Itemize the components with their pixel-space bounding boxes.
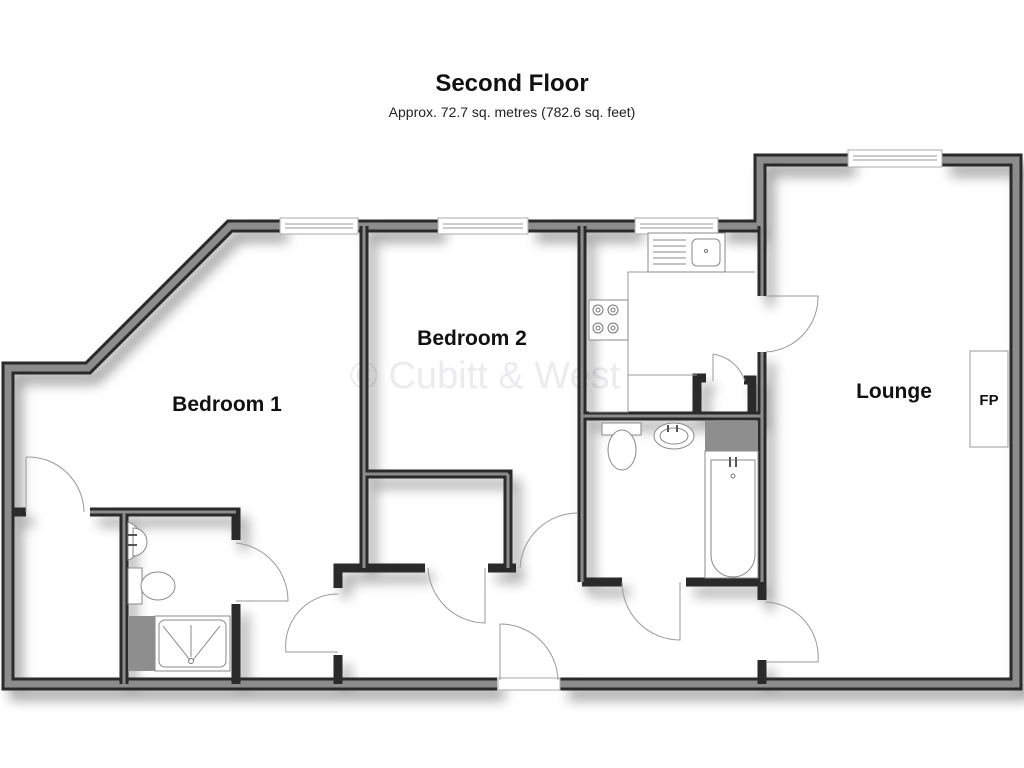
- door-ensuite: [235, 542, 289, 602]
- window-bedroom-1: [279, 217, 359, 235]
- door-bathroom: [621, 581, 681, 641]
- bathroom-cupboard: [705, 421, 758, 451]
- door-bedroom-2: [519, 512, 579, 569]
- watermark: © Cubitt & West: [350, 355, 621, 397]
- window-bedroom-2: [437, 217, 529, 235]
- room-label-bedroom-2: Bedroom 2: [417, 327, 527, 350]
- ensuite-fixtures: [127, 521, 231, 672]
- door-kitchen-cupboard: [712, 353, 746, 382]
- room-label-bedroom-1: Bedroom 1: [172, 393, 282, 416]
- toilet-icon: [601, 422, 642, 471]
- floor-title: Second Floor: [435, 70, 589, 97]
- door-bedroom-1: [25, 456, 85, 513]
- window-kitchen: [634, 217, 719, 235]
- drainer-icon: [653, 239, 686, 265]
- ensuite-toilet-icon: [127, 567, 176, 605]
- fireplace: FP: [969, 350, 1009, 448]
- bath-icon: [704, 450, 759, 579]
- door-kitchen: [765, 295, 819, 353]
- windows: [279, 149, 943, 235]
- door-lounge-hall: [765, 601, 819, 663]
- door-bedroom-2-closet: [427, 567, 486, 624]
- doors: [25, 295, 819, 663]
- basin-icon: [653, 422, 695, 450]
- window-lounge: [847, 149, 943, 168]
- front-door: [497, 623, 561, 691]
- shower-tray-icon: [154, 615, 231, 672]
- fireplace-label: FP: [979, 392, 998, 409]
- ensuite-basin-icon: [127, 521, 148, 561]
- kitchen-fixtures: [588, 232, 755, 413]
- floor-area: Approx. 72.7 sq. metres (782.6 sq. feet): [388, 104, 636, 120]
- room-label-lounge: Lounge: [856, 380, 932, 403]
- door-bedroom-1-hall: [285, 593, 339, 653]
- walls: [1, 153, 1023, 691]
- hob-icon: [592, 304, 619, 334]
- ensuite-shelf: [128, 616, 155, 671]
- bathroom-fixtures: [601, 421, 759, 579]
